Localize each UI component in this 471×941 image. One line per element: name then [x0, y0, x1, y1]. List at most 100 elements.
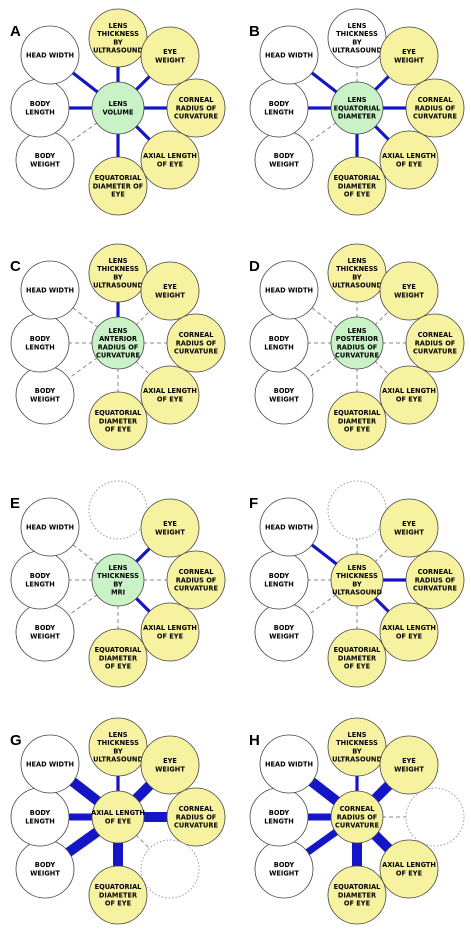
- panel-letter: H: [249, 732, 260, 749]
- node-circle: [379, 26, 439, 86]
- node-circle: [140, 26, 200, 86]
- edge-top-right-weak: [374, 310, 390, 326]
- node-circle: [20, 734, 80, 794]
- edge-top-right-strong: [373, 74, 391, 92]
- node-circle: [166, 550, 226, 610]
- node-circle: [327, 865, 387, 925]
- node-head-width: HEAD WIDTH: [259, 497, 319, 557]
- edge-bottom-right-strong: [373, 124, 391, 142]
- edge-top-right-weak: [135, 310, 151, 326]
- node-circle: [327, 156, 387, 216]
- node-circle: [405, 313, 465, 373]
- edge-group: [306, 538, 407, 630]
- node-circle: [140, 130, 200, 190]
- panel-letter: D: [249, 258, 260, 275]
- edge-bottom-right-strong: [134, 596, 152, 614]
- node-circle: [88, 156, 148, 216]
- edge-top-left-strong: [308, 777, 341, 806]
- node-circle: [259, 734, 319, 794]
- node-circle: [259, 25, 319, 85]
- panel-letter: C: [10, 258, 21, 275]
- edge-bottom-left-weak: [67, 122, 98, 145]
- node-circle: [379, 365, 439, 425]
- node-circle: [140, 365, 200, 425]
- edge-top-right-strong: [134, 546, 152, 564]
- node-circle: [379, 602, 439, 662]
- edge-group: [304, 775, 407, 867]
- node-head-width: HEAD WIDTH: [259, 260, 319, 320]
- node-empty: [405, 787, 465, 847]
- node-circle: [379, 498, 439, 558]
- edge-bottom-left-strong: [64, 827, 101, 857]
- node-circle: [140, 498, 200, 558]
- node-circle: [327, 391, 387, 451]
- panel-letter: A: [10, 23, 21, 40]
- node-circle: [20, 497, 80, 557]
- center-circle: [91, 790, 145, 844]
- edge-bottom-left-strong: [304, 828, 339, 856]
- node-head-width: HEAD WIDTH: [20, 25, 80, 85]
- node-circle: [88, 865, 148, 925]
- edge-bottom-left-weak: [306, 357, 337, 380]
- panel-letter: F: [249, 495, 258, 512]
- node-circle: [140, 735, 200, 795]
- node-circle: [259, 497, 319, 557]
